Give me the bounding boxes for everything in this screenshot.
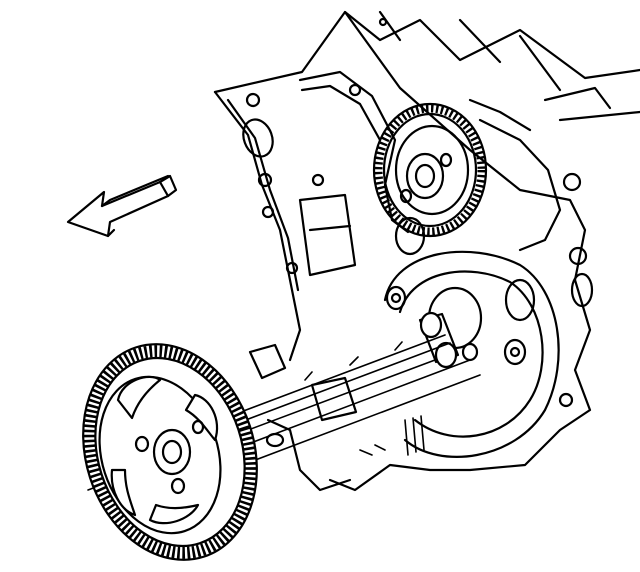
camshaft-sprocket [372,102,488,238]
arrow-left-icon [66,174,178,238]
idler-gear-hub [418,286,483,369]
drive-gear [82,343,258,561]
engine-front-cover [213,10,640,492]
